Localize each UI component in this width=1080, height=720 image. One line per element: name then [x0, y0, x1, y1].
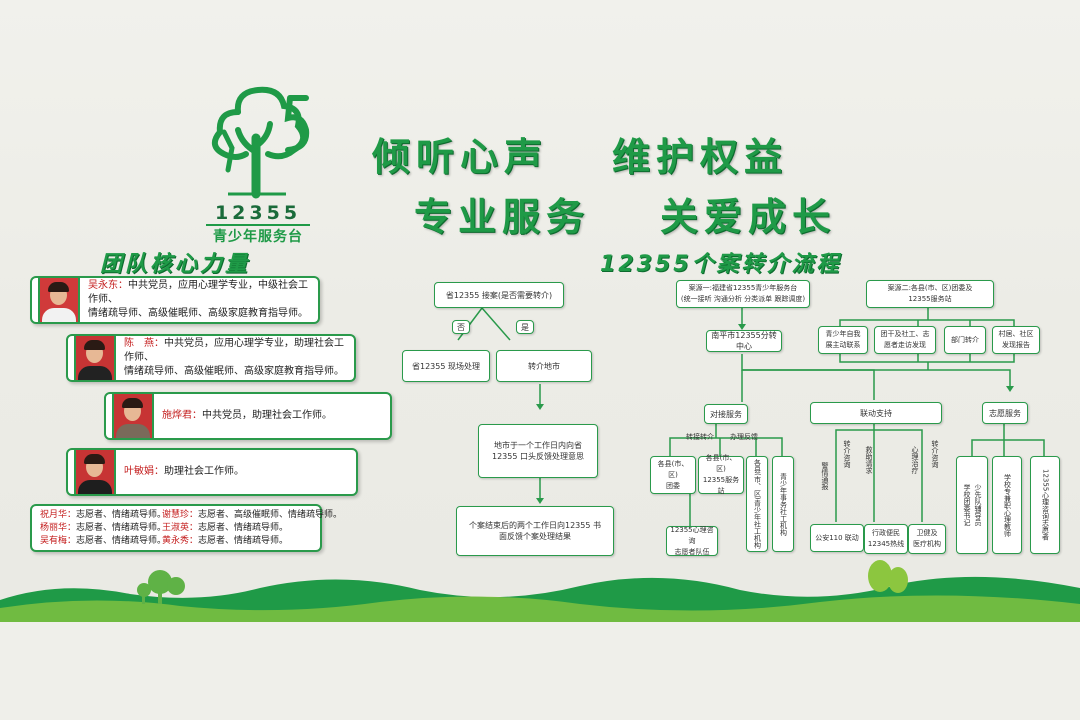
member-name: 陈 燕：	[124, 338, 164, 349]
member-desc-2: 情绪疏导师、高级催眠师、高级家庭教育指导师。	[88, 308, 308, 319]
flow-youth-affairs: 青少年事务社工机构	[772, 456, 794, 552]
avatar	[112, 392, 154, 440]
flow-health: 卫健及 医疗机构	[908, 524, 946, 554]
volunteer-desc: 志愿者、情绪疏导师。	[198, 536, 289, 546]
member-desc: 中共党员，应用心理学专业，助理社会工作师、	[124, 338, 344, 363]
flow-vol-teachers: 学校专兼职心理教师	[992, 456, 1022, 554]
flow-city: 地市于一个工作日内向省 12355 口头反馈处理意思	[478, 424, 598, 478]
green-hills-decoration	[0, 560, 1080, 622]
flow-self-contact: 青少年自我 展主动联系	[818, 326, 868, 354]
member-desc: 中共党员，应用心理学专业，中级社会工作师、	[88, 280, 308, 305]
flow-therapy-label: 心理治疗	[911, 446, 919, 474]
volunteer-name: 黄永秀：	[162, 536, 199, 546]
member-name: 叶敏娟：	[124, 466, 164, 477]
volunteer-desc: 志愿者、高级催眠师、情绪疏导师。	[198, 510, 343, 520]
volunteer-name: 王淑英：	[162, 523, 199, 533]
flow-counsel-team: 12355心理咨询 志愿者队伍	[666, 526, 718, 556]
flow-source-two: 案源二:各县(市、区)团委及 12355服务站	[866, 280, 994, 308]
flow-local: 省12355 现场处理	[402, 350, 490, 382]
avatar	[74, 334, 116, 382]
logo: 12355 青少年服务台	[198, 82, 318, 245]
flow-nanping: 南平市12355分转中心	[706, 330, 782, 352]
flow-consult-label-2: 转介咨询	[931, 440, 939, 468]
member-card: 叶敏娟：助理社会工作师。	[66, 448, 358, 496]
member-name: 吴永东：	[88, 280, 128, 291]
flow-county-league: 各县(市、区) 团委	[650, 456, 696, 494]
flow-no-label: 否	[452, 320, 470, 334]
volunteer-name: 谢慧珍：	[162, 510, 199, 520]
avatar	[38, 276, 80, 324]
flow-transfer-label: 转接转介	[686, 433, 714, 441]
member-desc: 中共党员，助理社会工作师。	[202, 410, 332, 421]
member-card: 陈 燕：中共党员，应用心理学专业，助理社会工作师、情绪疏导师、高级催眠师、高级家…	[66, 334, 356, 382]
member-name: 施烨君：	[162, 410, 202, 421]
volunteer-desc: 志愿者、情绪疏导师。	[76, 523, 167, 533]
volunteer-desc: 志愿者、情绪疏导师。	[198, 523, 289, 533]
member-desc: 助理社会工作师。	[164, 466, 244, 477]
volunteer-name: 吴有梅：	[40, 536, 77, 546]
flow-community-report: 村居、社区 发现报告	[992, 326, 1040, 354]
volunteer-desc: 志愿者、情绪疏导师。	[76, 510, 167, 520]
slogan-rights: 维护权益	[612, 135, 789, 179]
logo-name: 青少年服务台	[206, 224, 310, 246]
member-card: 吴永东：中共党员，应用心理学专业，中级社会工作师、情绪疏导师、高级催眠师、高级家…	[30, 276, 320, 324]
slogan-professional: 专业服务	[414, 195, 591, 239]
volunteer-desc: 志愿者、情绪疏导师。	[76, 536, 167, 546]
flow-linkage: 联动支持	[810, 402, 942, 424]
flow-dept-transfer: 部门转介	[944, 326, 986, 354]
flow-start: 省12355 接案(是否需要转介)	[434, 282, 564, 308]
tree-icon	[137, 570, 185, 604]
bush-icon	[868, 560, 908, 593]
flow-relief-label: 救助请求	[865, 446, 873, 474]
flow-visit-found: 团干及社工、志 愿者走访发现	[874, 326, 936, 354]
flow-source-one: 案源一:福建省12355青少年服务台 (统一接听 沟通分析 分类派单 跟踪调度)	[676, 280, 810, 308]
flow-title: 12355个案转介流程	[600, 252, 842, 277]
member-card: 施烨君：中共党员，助理社会工作师。	[104, 392, 392, 440]
flow-feedback-label: 办理反馈	[730, 433, 758, 441]
flow-volunteer-service: 志愿服务	[982, 402, 1028, 424]
flow-hotline: 行政便民 12345热线	[864, 524, 908, 554]
tree-logo-icon	[211, 86, 310, 199]
slogan-care: 关爱成长	[660, 195, 837, 239]
volunteer-name: 杨丽华：	[40, 523, 77, 533]
slogan-listen: 倾听心声	[372, 135, 549, 179]
flow-close: 个案结束后的两个工作日向12355 书 面反馈个案处理结果	[456, 506, 614, 556]
flow-social-org: 各县(市、区)青少年社工机构	[746, 456, 768, 552]
flow-transfer: 转介地市	[496, 350, 592, 382]
member-desc-2: 情绪疏导师、高级催眠师、高级家庭教育指导师。	[124, 366, 344, 377]
flow-yes-label: 是	[516, 320, 534, 334]
avatar	[74, 448, 116, 496]
team-title: 团队核心力量	[100, 252, 251, 277]
flow-police: 公安110 联动	[810, 524, 864, 552]
flow-vol-counsel: 12355心理咨询志愿者	[1030, 456, 1060, 554]
flow-alarm-label: 警情通报	[821, 462, 829, 490]
flow-vol-school-league: 少先队辅导员 学校团委书记	[956, 456, 988, 554]
flow-dock-service: 对接服务	[704, 404, 748, 424]
flow-county-station: 各县(市、区) 12355服务站	[698, 454, 744, 495]
flow-consult-label: 转介咨询	[843, 440, 851, 468]
logo-number: 12355	[214, 202, 302, 224]
bottom-strip	[0, 622, 1080, 720]
volunteer-card: 祝月华：志愿者、情绪疏导师。谢慧珍：志愿者、高级催眠师、情绪疏导师。 杨丽华：志…	[30, 504, 342, 552]
volunteer-name: 祝月华：	[40, 510, 77, 520]
